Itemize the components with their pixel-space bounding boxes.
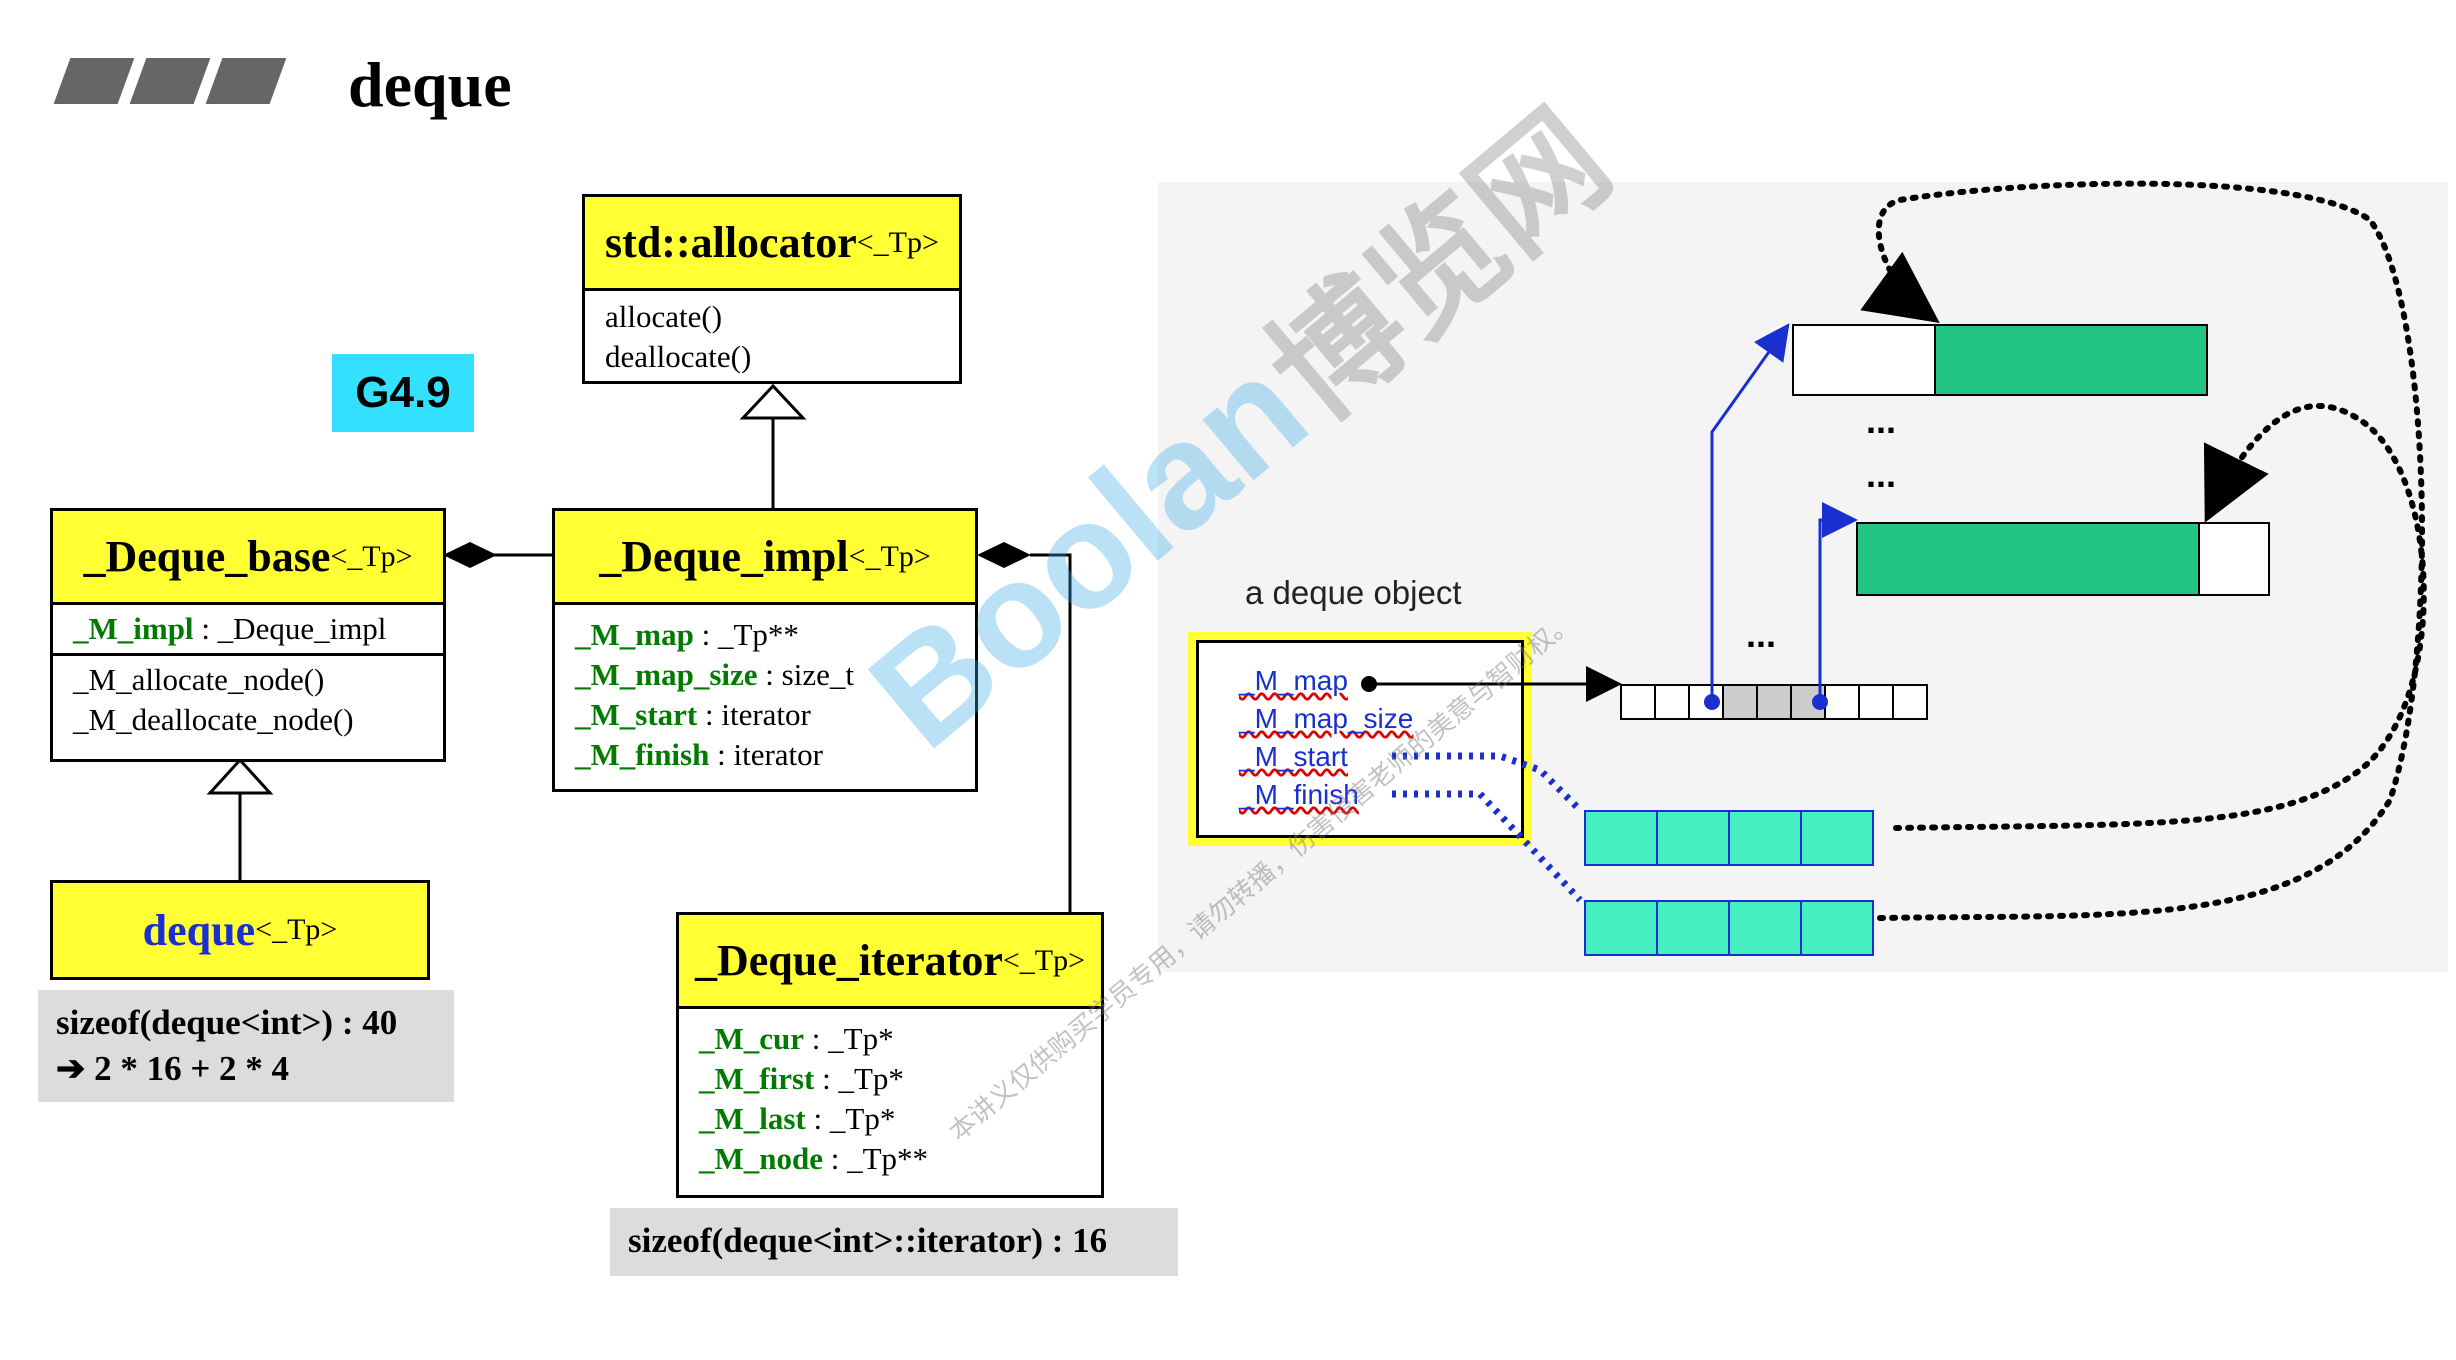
deque-iterator-tparam: <_Tp> bbox=[1002, 943, 1086, 977]
buffer-bottom-empty bbox=[2198, 522, 2270, 596]
allocator-class-name: std::allocator bbox=[605, 218, 857, 267]
sizeof-deque-calc: ➔ 2 * 16 + 2 * 4 bbox=[56, 1049, 290, 1088]
deque-impl-class-header: _Deque_impl<_Tp> bbox=[555, 511, 975, 605]
field-name: _M_last bbox=[699, 1101, 806, 1136]
finish-iter-to-buffer-curve bbox=[1860, 180, 2426, 921]
map-to-bottom-buffer bbox=[1818, 502, 1858, 702]
field-type: : _Tp** bbox=[823, 1141, 929, 1176]
field-name: _M_impl bbox=[73, 611, 194, 646]
deque-object-label: a deque object bbox=[1245, 574, 1462, 611]
version-badge: G4.9 bbox=[332, 354, 474, 432]
allocator-class-header: std::allocator<_Tp> bbox=[585, 197, 959, 291]
deque-base-method: _M_deallocate_node() bbox=[73, 702, 354, 737]
deque-object-box: _M_map _M_map_size _M_start _M_finish bbox=[1188, 632, 1532, 846]
map-slot bbox=[1892, 684, 1928, 720]
object-field-m-map: _M_map bbox=[1239, 665, 1348, 696]
start-iter-to-buffer-curve bbox=[1893, 402, 2427, 831]
field-name: _M_node bbox=[699, 1141, 823, 1176]
deque-class-box: deque<_Tp> bbox=[50, 880, 430, 980]
field-type: : _Tp* bbox=[804, 1021, 894, 1056]
sizeof-deque-note: sizeof(deque<int>) : 40 ➔ 2 * 16 + 2 * 4 bbox=[38, 990, 454, 1102]
allocator-method: allocate() bbox=[605, 299, 723, 334]
allocator-class-box: std::allocator<_Tp> allocate() deallocat… bbox=[582, 194, 962, 384]
buffer-ellipsis-2: ... bbox=[1866, 454, 1897, 495]
deque-base-tparam: <_Tp> bbox=[330, 539, 413, 573]
deque-object-inner: _M_map _M_map_size _M_start _M_finish bbox=[1196, 640, 1524, 838]
deque-impl-class-box: _Deque_impl<_Tp> _M_map : _Tp** _M_map_s… bbox=[552, 508, 978, 792]
deque-base-class-box: _Deque_base<_Tp> _M_impl : _Deque_impl _… bbox=[50, 508, 446, 762]
field-name: _M_map bbox=[575, 617, 694, 652]
allocator-tparam: <_Tp> bbox=[856, 225, 939, 259]
field-name: _M_finish bbox=[575, 737, 710, 772]
deque-iterator-class-name: _Deque_iterator bbox=[694, 936, 1003, 985]
start-iterator-cell bbox=[1800, 810, 1874, 866]
sizeof-iterator-note: sizeof(deque<int>::iterator) : 16 bbox=[610, 1208, 1178, 1276]
deque-inherit-triangle bbox=[206, 757, 274, 795]
page-title: deque bbox=[348, 49, 512, 120]
field-type: : iterator bbox=[709, 737, 823, 772]
impl-inherit-triangle bbox=[739, 383, 807, 420]
deque-base-class-header: _Deque_base<_Tp> bbox=[53, 511, 443, 605]
impl-iterator-diamond bbox=[977, 542, 1031, 568]
field-name: _M_map_size bbox=[575, 657, 758, 692]
field-type: : _Tp** bbox=[693, 617, 799, 652]
deque-iterator-class-header: _Deque_iterator<_Tp> bbox=[679, 915, 1101, 1009]
field-type: : _Tp* bbox=[805, 1101, 896, 1136]
impl-iterator-line bbox=[1030, 553, 1072, 912]
deque-tparam: <_Tp> bbox=[255, 913, 338, 946]
start-iterator-cell bbox=[1728, 810, 1802, 866]
m-start-link bbox=[1392, 752, 1583, 813]
deque-class-name: deque bbox=[142, 905, 256, 955]
base-impl-diamond bbox=[443, 542, 497, 568]
field-name: _M_first bbox=[699, 1061, 815, 1096]
buffer-ellipsis-1: ... bbox=[1866, 400, 1897, 441]
deque-base-class-name: _Deque_base bbox=[83, 532, 331, 581]
m-finish-link bbox=[1392, 790, 1583, 903]
field-type: : iterator bbox=[697, 697, 811, 732]
field-type: : _Deque_impl bbox=[193, 611, 387, 646]
field-name: _M_cur bbox=[699, 1021, 805, 1056]
map-slot bbox=[1756, 684, 1792, 720]
map-slot bbox=[1620, 684, 1656, 720]
sizeof-deque-line: sizeof(deque<int>) : 40 bbox=[56, 1003, 398, 1042]
allocator-method: deallocate() bbox=[605, 339, 752, 374]
deque-impl-class-name: _Deque_impl bbox=[599, 532, 849, 581]
deque-class-header: deque<_Tp> bbox=[53, 883, 427, 977]
deque-iterator-class-box: _Deque_iterator<_Tp> _M_cur : _Tp* _M_fi… bbox=[676, 912, 1104, 1198]
deque-base-method: _M_allocate_node() bbox=[73, 662, 325, 697]
object-field-m-map-size: _M_map_size bbox=[1239, 703, 1414, 734]
map-ellipsis: ... bbox=[1746, 614, 1777, 655]
object-field-m-start: _M_start bbox=[1239, 741, 1348, 772]
object-field-m-finish: _M_finish bbox=[1239, 779, 1359, 810]
field-type: : size_t bbox=[757, 657, 854, 692]
buffer-top-filled bbox=[1934, 324, 2208, 396]
map-to-top-buffer bbox=[1710, 323, 1790, 702]
start-iterator-cell bbox=[1656, 810, 1730, 866]
field-name: _M_start bbox=[575, 697, 698, 732]
field-type: : _Tp* bbox=[814, 1061, 904, 1096]
buffer-bottom-filled bbox=[1856, 522, 2200, 596]
finish-iterator-cell bbox=[1800, 900, 1874, 956]
deque-impl-tparam: <_Tp> bbox=[848, 539, 931, 573]
finish-iterator-cell bbox=[1656, 900, 1730, 956]
